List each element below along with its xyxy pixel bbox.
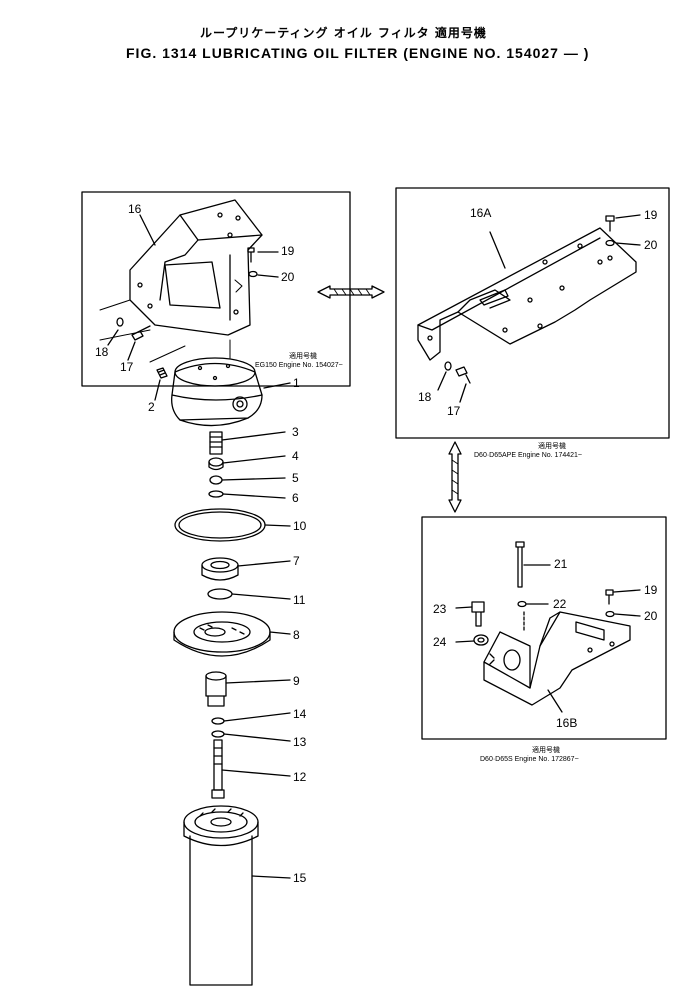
- callout-20-bottom-right: 20: [644, 609, 658, 623]
- callout-7: 7: [293, 554, 300, 568]
- callout-14: 14: [293, 707, 307, 721]
- applicability-label: 適用号機: [532, 747, 560, 754]
- bolt-19-top-right: [605, 215, 615, 232]
- washer-18-top-left: [116, 317, 124, 327]
- callout-3: 3: [292, 425, 299, 439]
- bracket-16: [129, 199, 263, 336]
- applicability-label: 適用号機: [538, 443, 566, 450]
- callout-13: 13: [293, 735, 307, 749]
- callout-20-top-right: 20: [644, 238, 658, 252]
- callout-6: 6: [292, 491, 299, 505]
- note-top-left: 適用号機 EG150 Engine No. 154027~: [255, 352, 343, 370]
- plug-2: [156, 367, 168, 379]
- callout-18: 18: [95, 345, 109, 359]
- applicability-text: EG150 Engine No. 154027~: [255, 362, 343, 369]
- callout-2: 2: [148, 400, 155, 414]
- callout-17: 17: [120, 360, 134, 374]
- callout-18-top-right: 18: [418, 390, 432, 404]
- callout-19-bottom-right: 19: [644, 583, 658, 597]
- washer-18-top-right: [444, 361, 452, 371]
- callout-23: 23: [433, 602, 447, 616]
- applicability-label: 適用号機: [289, 353, 317, 360]
- washer-20-top-right: [605, 239, 615, 247]
- part-5: [209, 475, 223, 485]
- callout-17-top-right: 17: [447, 404, 461, 418]
- spring-3: [209, 431, 223, 455]
- bolt-19-bottom-right: [605, 589, 614, 605]
- washer-20-bottom-right: [605, 610, 615, 618]
- leader-16: [139, 214, 156, 246]
- callout-19-top-right: 19: [644, 208, 658, 222]
- callout-16a: 16A: [470, 206, 492, 220]
- part-7: [201, 557, 239, 581]
- callout-11: 11: [293, 593, 306, 607]
- callout-15: 15: [293, 871, 307, 885]
- bolt-17-top-right: [455, 366, 471, 384]
- callout-16: 16: [128, 202, 142, 216]
- washer-20-top-left: [248, 270, 258, 278]
- note-top-right: 適用号機 D60·D65APE Engine No. 174421~: [474, 442, 582, 460]
- oring-6: [208, 490, 224, 498]
- callout-20: 20: [281, 270, 295, 284]
- panel-frame-top-right: [395, 187, 670, 439]
- part-4: [208, 457, 224, 467]
- applicability-text: D60·D65APE Engine No. 174421~: [474, 452, 582, 459]
- bracket-16b: [483, 611, 631, 706]
- callout-16b: 16B: [556, 716, 578, 730]
- bolt-23: [471, 601, 485, 627]
- callout-22: 22: [553, 597, 567, 611]
- callout-10: 10: [293, 519, 307, 533]
- plate-8: [173, 611, 271, 657]
- bracket-16a: [417, 227, 637, 361]
- double-arrow-horizontal: [317, 285, 385, 299]
- callout-19: 19: [281, 244, 295, 258]
- callout-4: 4: [292, 449, 299, 463]
- note-bottom-right: 適用号機 D60·D65S Engine No. 172867~: [480, 746, 579, 764]
- washer-22: [517, 600, 527, 608]
- oring-10: [174, 508, 266, 542]
- filter-cartridge-15: [183, 805, 259, 986]
- bolt-21: [515, 541, 525, 588]
- callout-21: 21: [554, 557, 568, 571]
- filter-head-1: [171, 357, 263, 427]
- double-arrow-vertical: [448, 441, 462, 513]
- ring-11: [207, 588, 233, 600]
- applicability-text: D60·D65S Engine No. 172867~: [480, 756, 579, 763]
- callout-24: 24: [433, 635, 447, 649]
- washer-24: [473, 634, 489, 646]
- callout-9: 9: [293, 674, 300, 688]
- bolt-12: [211, 739, 225, 799]
- part-9: [205, 671, 227, 707]
- callout-12: 12: [293, 770, 307, 784]
- bolt-19-top-left: [247, 247, 255, 263]
- title-japanese: ループリケーティング オイル フィルタ 適用号機: [200, 26, 487, 40]
- callout-8: 8: [293, 628, 300, 642]
- figure-title: FIG. 1314 LUBRICATING OIL FILTER (ENGINE…: [126, 45, 590, 61]
- panel-frame-bottom-right: [421, 516, 667, 740]
- washer-13: [211, 730, 225, 738]
- washer-14: [211, 717, 225, 725]
- callout-5: 5: [292, 471, 299, 485]
- callout-1: 1: [293, 376, 300, 390]
